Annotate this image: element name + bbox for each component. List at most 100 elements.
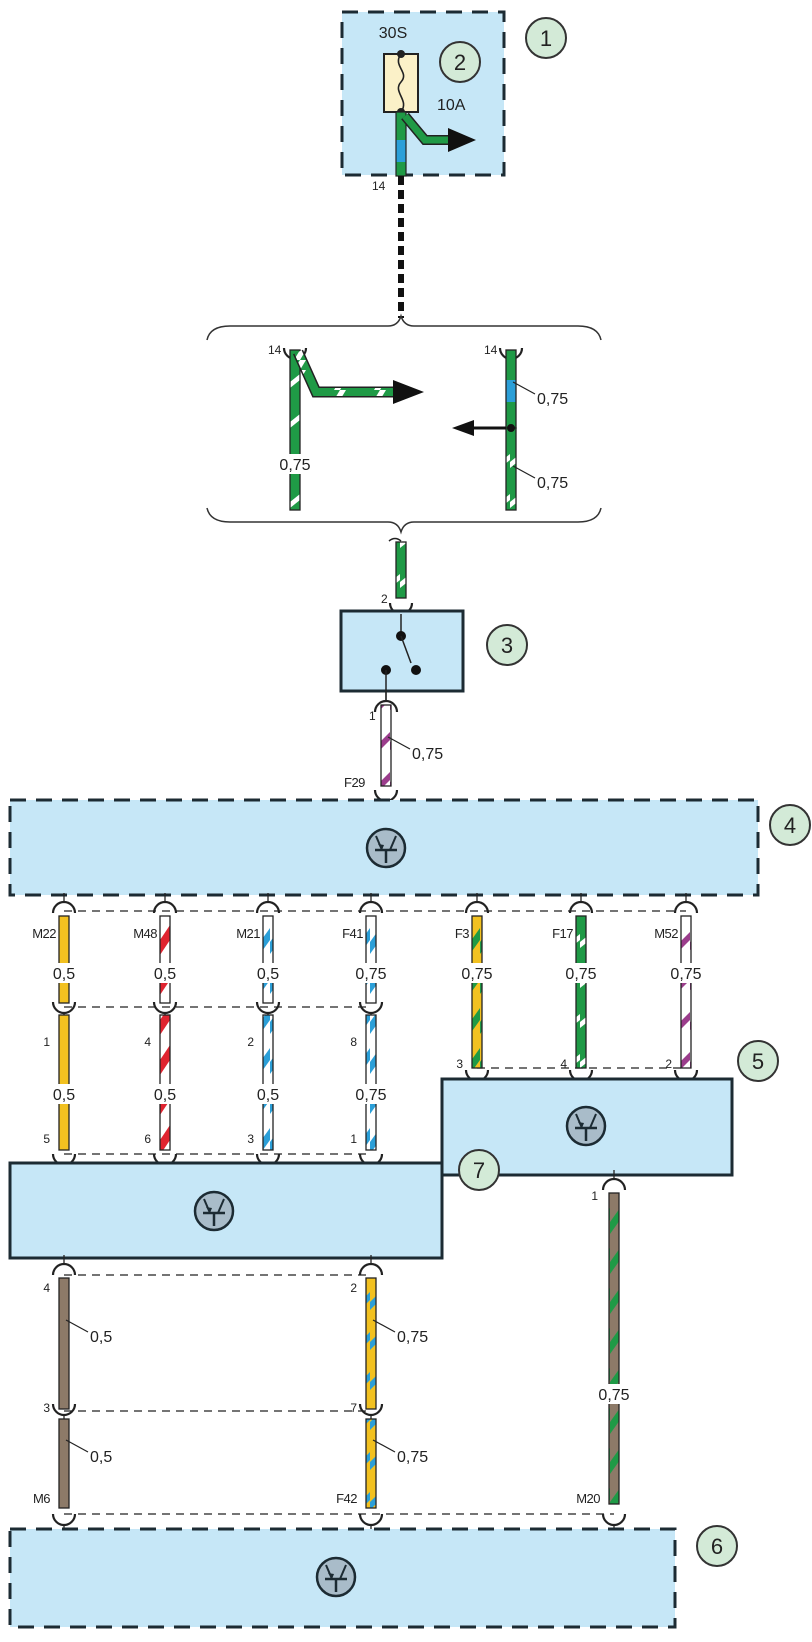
unit7-pin-6-label: 6 [144, 1132, 151, 1146]
unit4-pin-F3-label: F3 [455, 926, 469, 941]
unit4-pin-F17-label: F17 [552, 926, 573, 941]
unit4-pin-M52-label: M52 [654, 926, 678, 941]
wire-M21-gauge-upper: 0,5 [257, 966, 279, 983]
unit5-connector-1 [601, 1170, 627, 1191]
wire-F41-gauge-lower: 0,75 [355, 1087, 386, 1104]
fuse-terminal-dot [397, 50, 405, 58]
wire-M21-gauge-lower: 0,5 [257, 1087, 279, 1104]
variant-right-wire-upper [505, 349, 517, 429]
unit4-pin-F29-label: F29 [344, 775, 365, 790]
switch-lever [400, 635, 412, 664]
component-badge-3: 3 [486, 624, 528, 666]
wire-M52 [680, 915, 692, 1069]
switch-pin-bottom-label: 1 [369, 709, 376, 723]
wire-M20-gauge: 0,75 [598, 1387, 629, 1404]
unit7-pin-2-label: 2 [350, 1281, 357, 1295]
switch-pin-top-label: 2 [381, 592, 388, 606]
unit6-pin-F42-label: F42 [336, 1491, 357, 1506]
badge-label: 7 [473, 1158, 485, 1183]
wire-F41-lower [365, 1014, 377, 1151]
unit7-pin-4-label: 4 [43, 1281, 50, 1295]
wire-F42-upper [365, 1277, 377, 1410]
junction2-pin-7-label: 7 [350, 1401, 357, 1415]
unit5-pin-1-label: 1 [591, 1189, 598, 1203]
badge-label: 3 [501, 633, 513, 658]
wire-F17-gauge: 0,75 [565, 966, 596, 983]
badge-label: 4 [784, 813, 796, 838]
variant-left-branch-wire [294, 350, 395, 396]
branch-arrow-icon [448, 128, 476, 152]
variant-brace-top [206, 313, 602, 341]
transistor-icon [565, 1105, 607, 1147]
wire-F42-gauge-lower: 0,75 [397, 1449, 428, 1466]
wire-M21-lower [262, 1014, 274, 1151]
wire-M6-lower [58, 1418, 70, 1509]
wire-M48 [159, 915, 171, 1004]
fuse-box-1 [340, 10, 506, 177]
unit4-connector-F41 [358, 893, 384, 914]
variant-left-pin-label: 14 [268, 343, 282, 357]
wire-M20 [608, 1192, 620, 1505]
unit4-pin-M22-label: M22 [32, 926, 56, 941]
unit5-pin-4-label: 4 [560, 1057, 567, 1071]
unit4-pin-M48-label: M48 [133, 926, 157, 941]
fuse-element-icon [397, 53, 405, 113]
switch-3 [339, 609, 465, 693]
unit4-connector-F17 [568, 893, 594, 914]
wire-M22 [58, 915, 70, 1004]
transistor-icon [193, 1190, 235, 1232]
variant-right-wire-lower [505, 427, 517, 511]
unit5-pin-2-label: 2 [665, 1057, 672, 1071]
variant-right-pin-label: 14 [484, 343, 498, 357]
unit5-pin-3-label: 3 [456, 1057, 463, 1071]
wire-F42-lower [365, 1418, 377, 1509]
wire-F41 [365, 915, 377, 1004]
variant-brace-bottom [206, 507, 602, 535]
unit7-connector-2 [358, 1255, 384, 1276]
wire-M48-lower [159, 1014, 171, 1151]
badge-label: 1 [540, 26, 552, 51]
wire-M48-gauge-lower: 0,5 [154, 1087, 176, 1104]
wire-F42-gauge-upper: 0,75 [397, 1329, 428, 1346]
component-badge-4: 4 [769, 804, 811, 846]
badge-label: 6 [711, 1534, 723, 1559]
switch-input-wire [395, 541, 407, 599]
switch-connector-1 [373, 692, 399, 713]
wire-F41-gauge-upper: 0,75 [355, 966, 386, 983]
variant-left-arrow-icon [393, 380, 424, 404]
unit4-pin-M21-label: M21 [236, 926, 260, 941]
transistor-icon [315, 1556, 357, 1598]
component-badge-5: 5 [737, 1040, 779, 1082]
variant-right-gauge-top: 0,75 [537, 391, 568, 408]
unit4-connector-M52 [673, 893, 699, 914]
wire-M21 [262, 915, 274, 1004]
unit4-pin-F41-label: F41 [342, 926, 363, 941]
switch-output-wire [380, 704, 392, 787]
variant-left-wire [289, 349, 301, 511]
unit7-connector-4 [51, 1255, 77, 1276]
junction-pin-8-label: 8 [350, 1035, 357, 1049]
wire-M6-upper [58, 1277, 70, 1410]
badge-label: 2 [454, 50, 466, 75]
wire-F3 [471, 915, 483, 1069]
unit4-connector-F3 [464, 893, 490, 914]
wire-M48-gauge-upper: 0,5 [154, 966, 176, 983]
fuse-branch-wire [402, 113, 450, 144]
wire-M22-gauge-upper: 0,5 [53, 966, 75, 983]
unit6-pin-M6-label: M6 [33, 1491, 50, 1506]
fuse-terminal-label: 30S [379, 25, 407, 42]
component-badge-6: 6 [696, 1525, 738, 1567]
variant-right-arrow-icon [452, 420, 474, 436]
fuse-box-pin-label: 14 [372, 179, 386, 193]
wire-M52-gauge: 0,75 [670, 966, 701, 983]
variant-right-gauge-bottom: 0,75 [537, 475, 568, 492]
transistor-icon [365, 827, 407, 869]
switch-wire-gauge: 0,75 [412, 746, 443, 763]
junction-pin-2-label: 2 [247, 1035, 254, 1049]
unit6-pin-M20-label: M20 [576, 1491, 600, 1506]
wire-M6-gauge-lower: 0,5 [90, 1449, 112, 1466]
unit7-pin-3-label: 3 [247, 1132, 254, 1146]
wire-M6-gauge-upper: 0,5 [90, 1329, 112, 1346]
unit7-pin-5-label: 5 [43, 1132, 50, 1146]
component-badge-1: 1 [525, 17, 567, 59]
